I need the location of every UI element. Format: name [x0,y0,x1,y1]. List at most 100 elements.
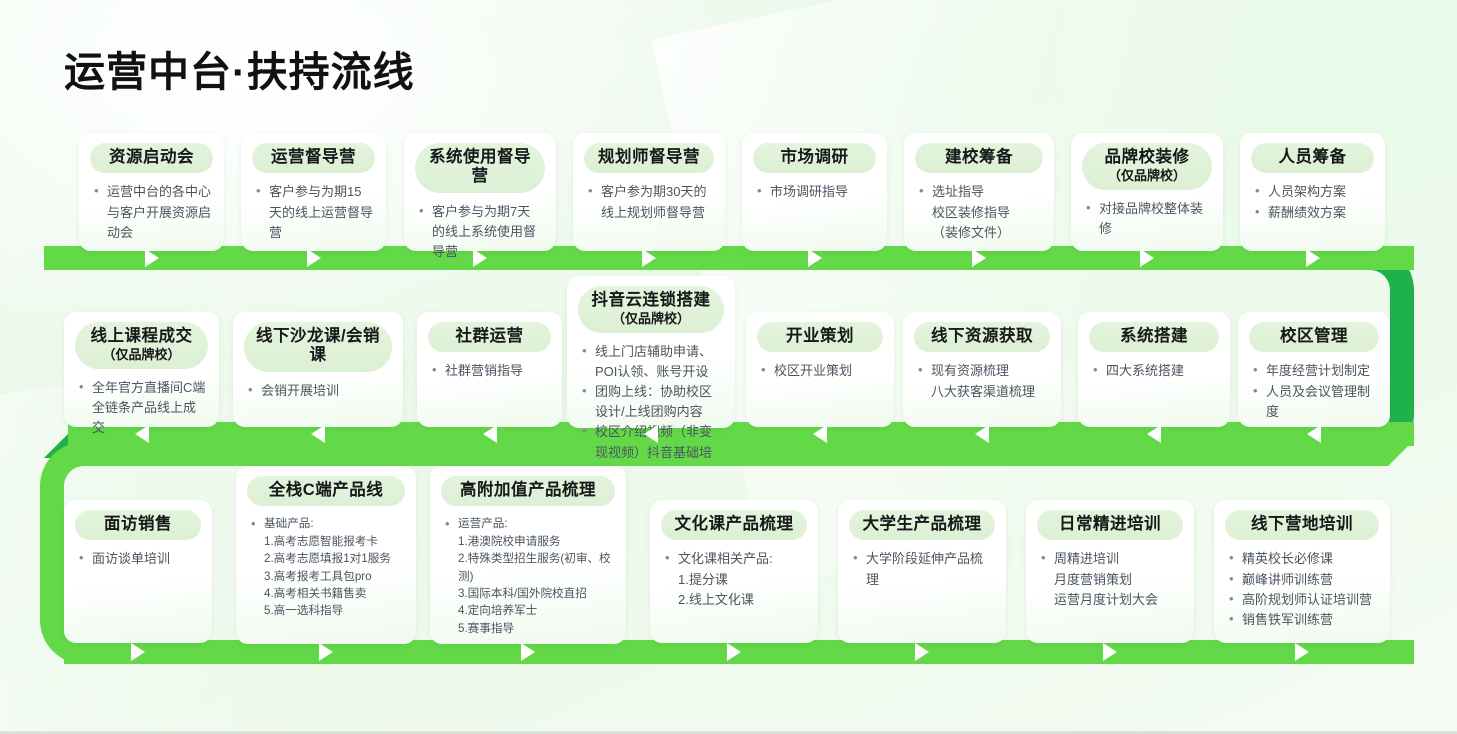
card-title: 线下营地培训 [1251,515,1353,533]
flow-card[interactable]: 建校筹备选址指导校区装修指导（装修文件） [904,133,1054,251]
flow-card[interactable]: 日常精进培训周精进培训月度营销策划运营月度计划大会 [1026,500,1194,643]
card-item: 巅峰讲师训练营 [1229,569,1377,590]
card-item: 四大系统搭建 [1093,360,1217,381]
card-item-list: 四大系统搭建 [1093,360,1217,381]
flow-card[interactable]: 资源启动会运营中台的各中心与客户开展资源启动会 [79,133,224,251]
card-item-list: 人员架构方案薪酬绩效方案 [1255,181,1372,223]
arrow-left-icon [975,425,989,443]
flow-card[interactable]: 全栈C端产品线基础产品:1.高考志愿智能报考卡2.高考志愿填报1对1服务3.高考… [236,466,416,644]
card-item-list: 客户参与为期7天的线上系统使用督导营 [419,201,543,262]
card-title: 品牌校装修 [1104,148,1190,166]
card-title: 人员筹备 [1278,148,1347,166]
flow-card[interactable]: 高附加值产品梳理运营产品:1.港澳院校申请服务2.特殊类型招生服务(初审、校测)… [430,466,626,644]
card-item-list: 基础产品:1.高考志愿智能报考卡2.高考志愿填报1对1服务3.高考报考工具包pr… [251,514,403,619]
card-item-line: 2.特殊类型招生服务(初审、校测) [458,552,611,583]
arrow-left-icon [813,425,827,443]
flow-card[interactable]: 规划师督导营客户参为期30天的线上规划师督导营 [573,133,725,251]
arrow-right-icon [807,249,822,267]
card-item: 客户参与为期7天的线上系统使用督导营 [419,201,543,262]
arrow-right-icon [521,643,535,661]
card-item-list: 校区开业策划 [761,360,881,381]
card-item: 高阶规划师认证培训营 [1229,589,1377,610]
card-item-list: 年度经营计划制定人员及会议管理制度 [1253,360,1377,422]
card-title: 社群运营 [455,327,524,345]
card-item: 年度经营计划制定 [1253,360,1377,381]
card-item-list: 面访谈单培训 [79,548,199,569]
flow-card[interactable]: 开业策划校区开业策划 [746,312,894,427]
arrow-right-icon [1140,249,1154,267]
card-title-pill: 线上课程成交（仅品牌校） [75,322,208,369]
card-item-line: 月度营销策划 [1054,571,1133,587]
flow-card[interactable]: 品牌校装修（仅品牌校）对接品牌校整体装修 [1071,133,1223,251]
flow-card[interactable]: 运营督导营客户参与为期15天的线上运营督导营 [241,133,386,251]
card-title-pill: 面访销售 [75,510,201,541]
flow-card[interactable]: 社群运营社群营销指导 [417,312,562,427]
card-title: 校区管理 [1280,327,1348,345]
card-item: 客户参与为期15天的线上运营督导营 [256,181,373,242]
arrow-right-icon [1305,249,1320,267]
card-title: 大学生产品梳理 [862,515,982,533]
card-item: 会销开展培训 [248,380,390,401]
arrow-right-icon [727,643,741,661]
arrow-right-icon [972,249,986,267]
card-title-pill: 文化课产品梳理 [661,510,807,541]
card-title-pill: 线下沙龙课/会销课 [244,322,392,372]
flow-card[interactable]: 市场调研市场调研指导 [742,133,887,251]
flow-card[interactable]: 线下沙龙课/会销课会销开展培训 [233,312,403,427]
card-title: 日常精进培训 [1059,515,1161,533]
card-title-pill: 日常精进培训 [1037,510,1183,541]
arrow-right-icon [1103,643,1117,661]
flow-card[interactable]: 抖音云连锁搭建（仅品牌校）线上门店辅助申请、POI认领、账号开设团购上线：协助校… [567,276,735,480]
card-item: 运营产品:1.港澳院校申请服务2.特殊类型招生服务(初审、校测)3.国际本科/国… [445,514,613,637]
arrow-right-icon [131,643,145,661]
flow-card[interactable]: 线下营地培训精英校长必修课巅峰讲师训练营高阶规划师认证培训营销售铁军训练营 [1214,500,1390,643]
flow-card[interactable]: 线下资源获取现有资源梳理八大获客渠道梳理 [903,312,1061,427]
flow-card[interactable]: 大学生产品梳理大学阶段延伸产品梳理 [838,500,1006,643]
flow-card[interactable]: 线上课程成交（仅品牌校） 全年官方直播间C端全链条产品线上成交 [64,312,219,435]
card-title-pill: 社群运营 [428,322,551,353]
flow-card[interactable]: 系统搭建四大系统搭建 [1078,312,1230,427]
card-item: 薪酬绩效方案 [1255,202,1372,223]
card-title-pill: 线下营地培训 [1225,510,1379,541]
card-item-list: 全年官方直播间C端全链条产品线上成交 [79,377,206,438]
card-title-pill: 全栈C端产品线 [247,476,405,507]
card-subtitle: （仅品牌校） [611,311,690,327]
card-item-line: （装修文件） [932,224,1011,240]
arrow-right-icon [1295,643,1309,661]
card-title: 线下资源获取 [931,327,1033,345]
flow-card[interactable]: 系统使用督导营客户参与为期7天的线上系统使用督导营 [404,133,556,259]
card-item-line: 5.高一选科指导 [264,604,344,618]
card-item-list: 客户参为期30天的线上规划师督导营 [588,181,712,222]
page-title: 运营中台·扶持流线 [64,49,415,95]
flow-card[interactable]: 面访销售面访谈单培训 [64,500,212,643]
card-title: 资源启动会 [109,148,194,166]
card-item-line: 运营月度计划大会 [1054,591,1159,607]
arrow-left-icon [482,425,497,443]
card-title-pill: 线下资源获取 [914,322,1050,353]
arrow-left-icon [1147,425,1161,443]
card-title-pill: 建校筹备 [915,143,1043,174]
card-subtitle: （仅品牌校） [102,347,181,363]
card-subtitle: （仅品牌校） [1107,168,1186,184]
card-item-line: 1.高考志愿智能报考卡 [264,534,379,548]
card-item: 人员及会议管理制度 [1253,381,1377,422]
flow-card[interactable]: 校区管理年度经营计划制定人员及会议管理制度 [1238,312,1390,427]
card-title: 线下沙龙课/会销课 [255,327,381,365]
card-item: 线上门店辅助申请、POI认领、账号开设 [582,341,722,382]
card-title: 开业策划 [786,327,854,345]
card-title-pill: 规划师督导营 [584,143,714,174]
card-item-list: 客户参与为期15天的线上运营督导营 [256,181,373,242]
arrow-left-icon [311,425,325,443]
card-title: 面访销售 [104,515,172,533]
card-item-line: 4.高考相关书籍售卖 [264,587,367,601]
card-title-pill: 品牌校装修 （仅品牌校） [1082,143,1212,190]
card-title-pill: 抖音云连锁搭建（仅品牌校） [578,286,724,333]
card-item-line: 1.港澳院校申请服务 [458,534,561,548]
flow-card[interactable]: 人员筹备人员架构方案薪酬绩效方案 [1240,133,1385,251]
